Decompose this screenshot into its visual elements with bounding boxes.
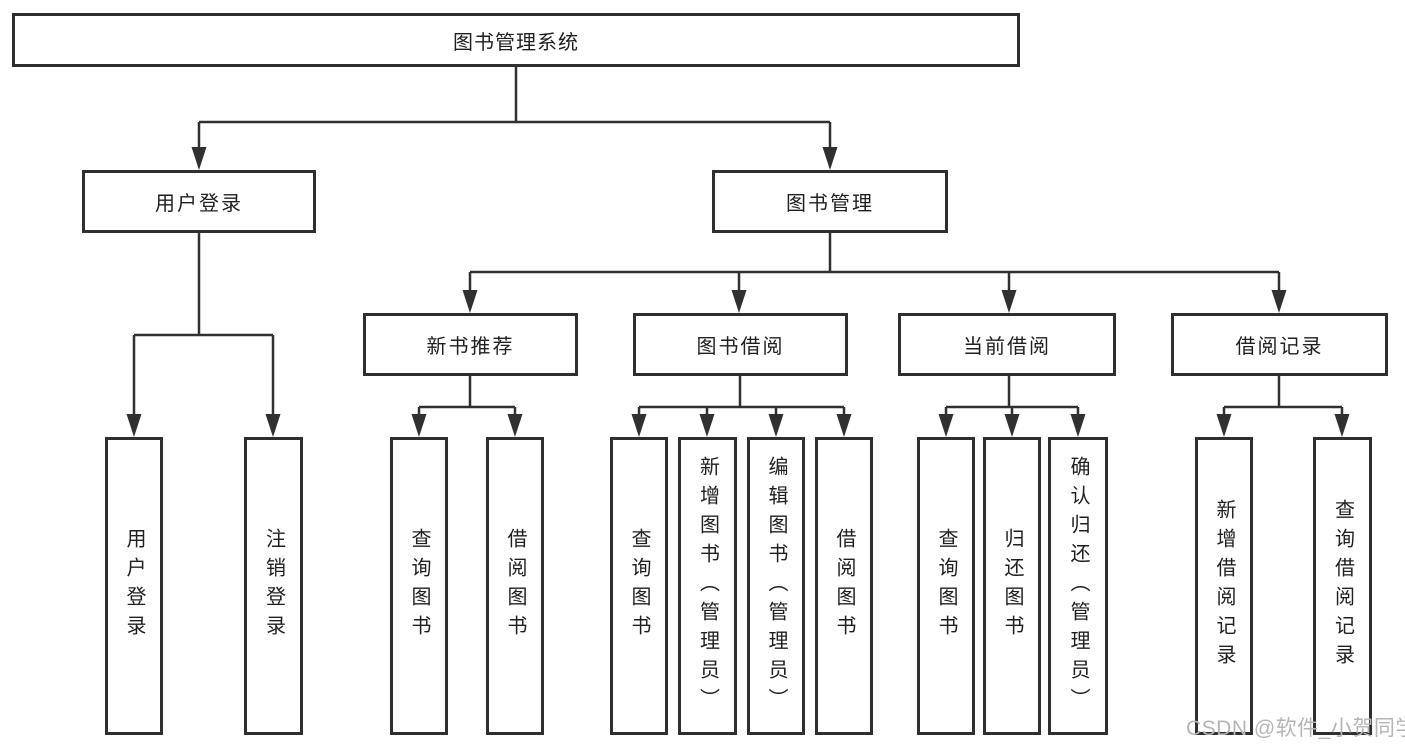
node-borrow-record: 借阅记录	[1171, 313, 1388, 376]
node-book-management-label: 图书管理	[786, 193, 874, 215]
leaf-current-query-book: 查询图书	[917, 437, 975, 735]
leaf-borrow-borrow-book: 借阅图书	[815, 437, 873, 735]
node-current-borrow-label: 当前借阅	[963, 336, 1051, 358]
node-new-book-recommend: 新书推荐	[363, 313, 578, 376]
connector-lines	[132, 67, 1344, 417]
leaf-recommend-borrow-book-label: 借阅图书	[504, 528, 526, 644]
node-new-book-recommend-label: 新书推荐	[426, 336, 515, 358]
node-book-borrow-label: 图书借阅	[696, 336, 785, 358]
leaf-record-query: 查询借阅记录	[1313, 437, 1372, 735]
node-library-management-system-label: 图书管理系统	[453, 31, 579, 54]
leaf-borrow-edit-book-admin: 编辑图书（管理员）	[747, 437, 805, 735]
leaf-user-login-label: 用户登录	[123, 528, 145, 644]
leaf-current-query-book-label: 查询图书	[935, 528, 957, 644]
leaf-logout-label: 注销登录	[262, 528, 285, 644]
node-current-borrow: 当前借阅	[898, 313, 1116, 376]
leaf-user-login: 用户登录	[105, 437, 163, 735]
leaf-current-confirm-return-admin: 确认归还（管理员）	[1048, 437, 1108, 735]
node-user-login: 用户登录	[82, 170, 316, 233]
leaf-recommend-query-book: 查询图书	[390, 437, 448, 735]
leaf-record-query-label: 查询借阅记录	[1331, 499, 1354, 673]
node-book-borrow: 图书借阅	[633, 313, 848, 376]
leaf-borrow-add-book-admin: 新增图书（管理员）	[678, 437, 737, 735]
leaf-logout: 注销登录	[244, 437, 303, 735]
leaf-current-return-book: 归还图书	[983, 437, 1041, 735]
leaf-borrow-query-book-label: 查询图书	[628, 528, 650, 644]
node-borrow-record-label: 借阅记录	[1235, 336, 1324, 358]
leaf-borrow-add-book-admin-label: 新增图书（管理员）	[696, 455, 719, 717]
node-book-management: 图书管理	[712, 170, 948, 233]
arrowheads	[126, 147, 1350, 437]
leaf-borrow-borrow-book-label: 借阅图书	[833, 528, 855, 644]
leaf-record-add: 新增借阅记录	[1195, 437, 1253, 735]
node-user-login-label: 用户登录	[155, 193, 243, 215]
csdn-watermark: CSDN @软件_小贺同学	[1186, 717, 1405, 740]
leaf-current-confirm-return-admin-label: 确认归还（管理员）	[1067, 455, 1089, 717]
node-library-management-system: 图书管理系统	[12, 13, 1020, 67]
leaf-current-return-book-label: 归还图书	[1001, 528, 1023, 644]
leaf-record-add-label: 新增借阅记录	[1213, 499, 1235, 673]
leaf-recommend-query-book-label: 查询图书	[408, 528, 430, 644]
leaf-borrow-edit-book-admin-label: 编辑图书（管理员）	[765, 455, 787, 717]
leaf-borrow-query-book: 查询图书	[610, 437, 668, 735]
leaf-recommend-borrow-book: 借阅图书	[486, 437, 544, 735]
